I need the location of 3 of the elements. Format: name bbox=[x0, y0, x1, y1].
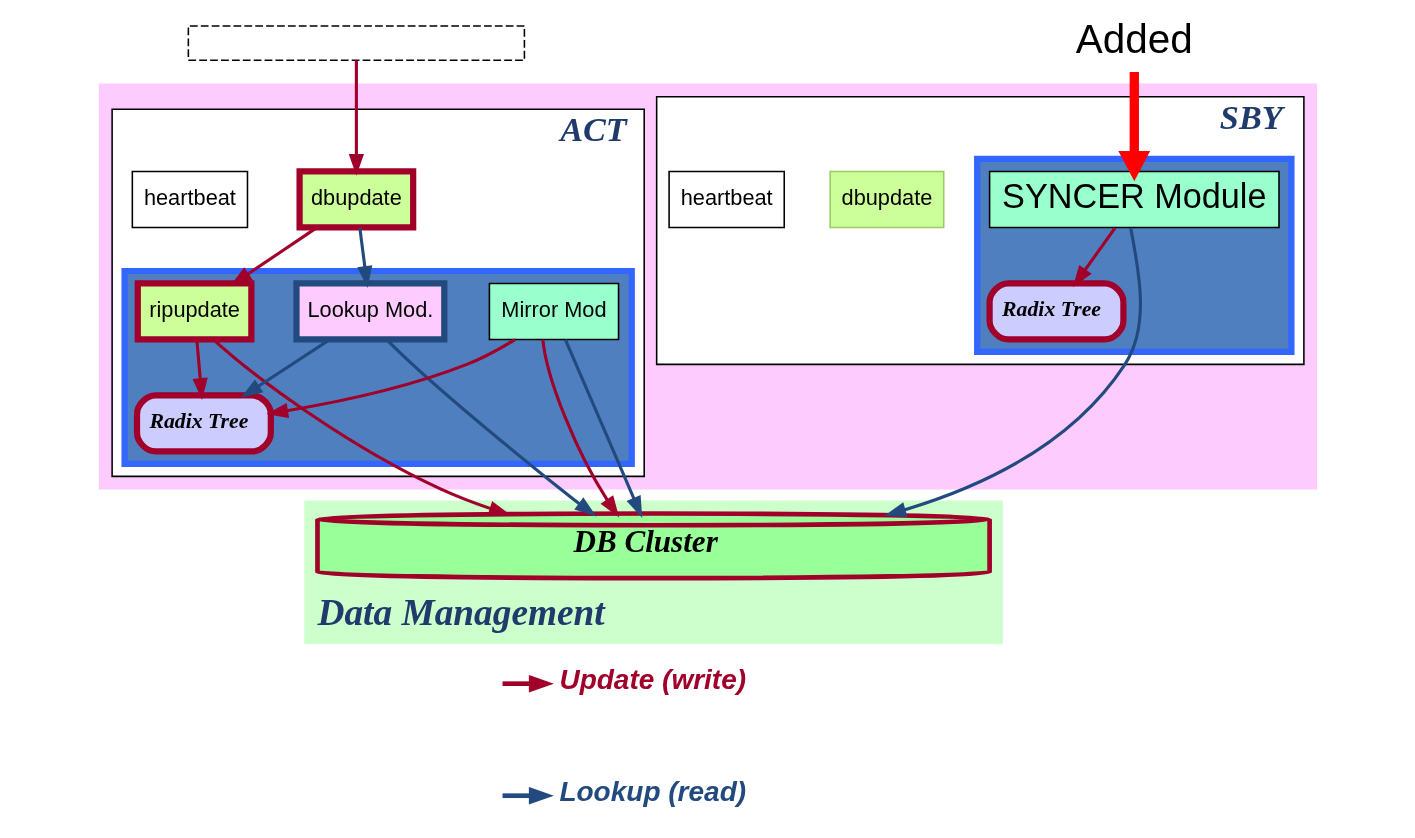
legend-label: Lookup (read) bbox=[558, 776, 746, 807]
legend-label: Update (write) bbox=[558, 663, 746, 695]
node-text: Added bbox=[1075, 15, 1193, 62]
